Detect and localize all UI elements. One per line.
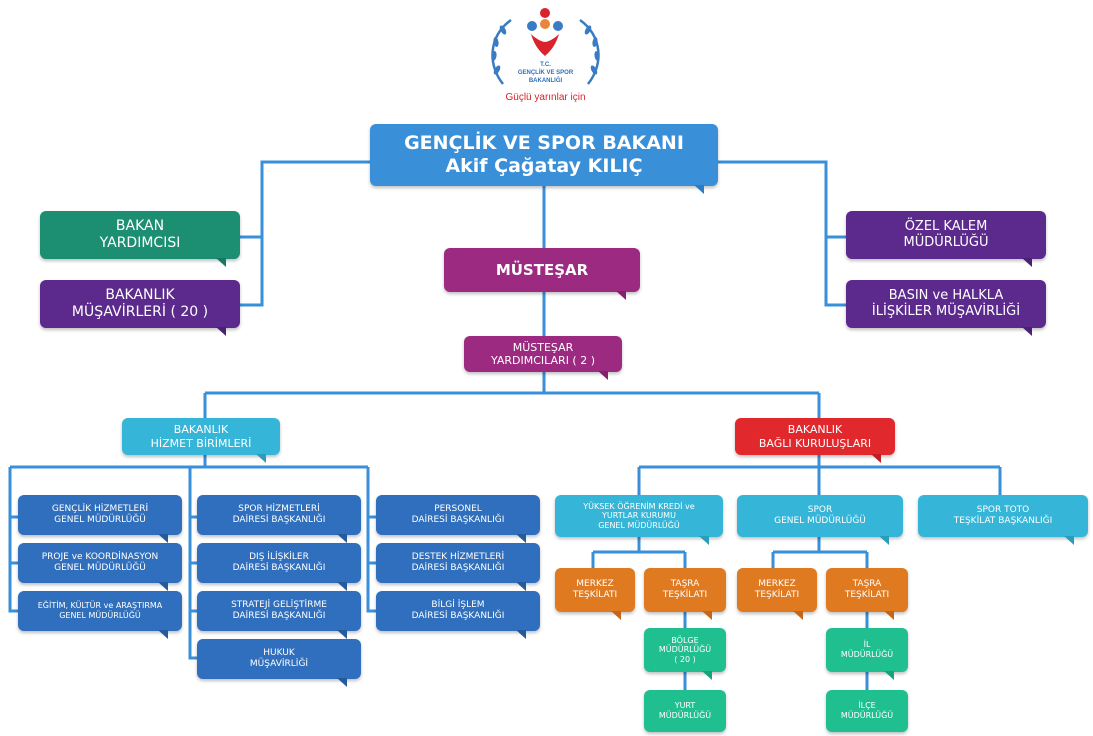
personnel-line1: PERSONEL [434,504,482,515]
kyk-line2: YURTLAR KURUMU [602,511,676,521]
deputy-undersecretaries-line1: MÜSTEŞAR [512,340,574,354]
kyk-line1: YÜKSEK ÖĞRENİM KREDİ ve [583,501,695,511]
regional-directorate-line1: BÖLGE [671,635,699,645]
private-office-line1: ÖZEL KALEM [904,219,988,235]
province-directorate-line2: MÜDÜRLÜĞÜ [840,650,894,659]
kyk-provincial-line1: TAŞRA [670,579,700,590]
ministry-advisors-line2: MÜŞAVİRLERİ ( 20 ) [71,304,209,320]
undersecretary-label: MÜSTEŞAR [495,261,589,279]
logo-line-2: GENÇLİK VE SPOR [518,69,574,76]
deputy-minister-line1: BAKAN [115,218,165,235]
youth-services-line2: GENEL MÜDÜRLÜĞÜ [54,515,146,525]
education-culture-line2: GENEL MÜDÜRLÜĞÜ [59,611,141,620]
province-directorate-line1: İL [863,640,871,650]
regional-directorate-line2: MÜDÜRLÜĞÜ [658,645,712,655]
project-coordination-line2: GENEL MÜDÜRLÜĞÜ [54,563,146,573]
project-coordination-line1: PROJE ve KOORDİNASYON [41,552,159,563]
press-advisor-line1: BASIN ve HALKLA [888,288,1004,304]
service-units-line2: HİZMET BİRİMLERİ [150,436,252,450]
sport-general-line2: GENEL MÜDÜRLÜĞÜ [774,516,866,526]
kyk-line3: GENEL MÜDÜRLÜĞÜ [598,520,680,530]
ministry-emblem-logo: T.C. GENÇLİK VE SPOR BAKANLIĞI [491,8,600,85]
it-dept-line2: DAİRESİ BAŞKANLIĞI [411,611,505,621]
strategy-dev-line2: DAİRESİ BAŞKANLIĞI [232,611,326,621]
district-directorate-line2: MÜDÜRLÜĞÜ [840,711,894,720]
sport-general-line1: SPOR [807,505,833,516]
sport-services-line2: DAİRESİ BAŞKANLIĞI [232,515,326,525]
it-dept-line1: BİLGİ İŞLEM [431,600,485,611]
minister-title: GENÇLİK VE SPOR BAKANI [404,132,684,155]
private-office-line2: MÜDÜRLÜĞÜ [903,235,989,250]
affiliated-institutions-line2: BAĞLI KURULUŞLARI [758,436,872,450]
support-services-line2: DAİRESİ BAŞKANLIĞI [411,563,505,573]
minister-name: Akif Çağatay KILIÇ [445,155,643,177]
district-directorate-line1: İLÇE [858,701,876,711]
youth-services-line1: GENÇLİK HİZMETLERİ [51,504,149,515]
foreign-relations-line2: DAİRESİ BAŞKANLIĞI [232,563,326,573]
foreign-relations-line1: DIŞ İLİŞKİLER [249,552,309,563]
ministry-advisors-line1: BAKANLIK [105,287,175,304]
kyk-provincial-line2: TEŞKİLATI [662,590,708,600]
education-culture-line1: EĞİTİM, KÜLTÜR ve ARAŞTIRMA [37,601,163,611]
press-advisor-line2: İLİŞKİLER MÜŞAVİRLİĞİ [871,304,1021,319]
deputy-undersecretaries-line2: YARDIMCILARI ( 2 ) [490,354,596,367]
legal-counsel-line2: MÜŞAVİRLİĞİ [249,659,309,669]
sport-central-line2: TEŞKİLATI [754,590,800,600]
support-services-line1: DESTEK HİZMETLERİ [411,552,505,563]
undersecretary-box: MÜSTEŞAR [444,248,640,300]
sport-services-line1: SPOR HİZMETLERİ [238,504,320,515]
regional-directorate-line3: ( 20 ) [674,654,696,664]
logo-line-3: BAKANLIĞI [529,76,563,84]
kyk-central-line1: MERKEZ [576,579,614,590]
legal-counsel-line1: HUKUK [263,648,295,659]
personnel-line2: DAİRESİ BAŞKANLIĞI [411,515,505,525]
dorm-directorate-line2: MÜDÜRLÜĞÜ [658,711,712,720]
sport-central-line1: MERKEZ [758,579,796,590]
spor-toto-line2: TEŞKİLAT BAŞKANLIĞI [953,516,1053,526]
affiliated-institutions-line1: BAKANLIK [787,423,843,437]
strategy-dev-line1: STRATEJİ GELİŞTİRME [231,600,327,611]
service-units-line1: BAKANLIK [173,423,229,437]
deputy-minister-line2: YARDIMCISI [99,235,181,251]
kyk-central-line2: TEŞKİLATI [572,590,618,600]
sport-provincial-line2: TEŞKİLATI [844,590,890,600]
sport-provincial-line1: TAŞRA [852,579,882,590]
logo-line-1: T.C. [540,62,551,68]
spor-toto-line1: SPOR TOTO [976,505,1030,516]
dorm-directorate-line1: YURT [674,701,696,711]
slogan: Güçlü yarınlar için [505,92,586,103]
